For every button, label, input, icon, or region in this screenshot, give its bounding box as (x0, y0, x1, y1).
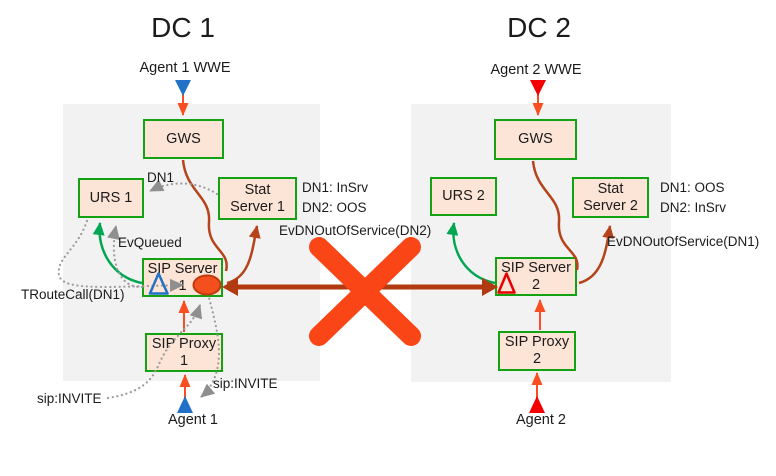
dc1-sip-invite-left-label: sip:INVITE (37, 391, 102, 406)
dc1-sip-proxy-box: SIP Proxy 1 (145, 333, 223, 372)
dc1-evqueued-label: EvQueued (118, 235, 182, 250)
dc1-sip-server-label-line1: SIP Server (147, 260, 218, 277)
agent2-triangle-icon (529, 396, 545, 413)
dc1-dn-status-line2: DN2: OOS (302, 200, 367, 215)
dc2-sip-server-box: SIP Server 2 (495, 257, 577, 296)
dc2-stat-server-label-line1: Stat (597, 180, 624, 197)
dc2-title: DC 2 (507, 12, 571, 43)
dc1-urs-box: URS 1 (78, 178, 144, 218)
dc1-urs-label: URS 1 (89, 189, 133, 206)
agent1-wwe-triangle-icon (175, 80, 191, 96)
dc1-stat-server-label-line1: Stat (244, 181, 271, 198)
dc1-stat-server-box: Stat Server 1 (218, 177, 297, 220)
dc2-dn-status-line2: DN2: InSrv (660, 200, 727, 215)
dc2-agent-label: Agent 2 (516, 412, 566, 428)
agent2-wwe-triangle-icon (530, 80, 546, 96)
broken-link-x-icon (309, 237, 421, 346)
agent1-triangle-icon (177, 396, 193, 413)
dc1-sip-proxy-label: SIP Proxy 1 (151, 335, 217, 369)
dc1-sip-invite-right-label: sip:INVITE (213, 376, 278, 391)
dc2-urs-box: URS 2 (430, 177, 497, 216)
dc2-stat-server-box: Stat Server 2 (572, 177, 649, 218)
dc2-sip-server-label-line1: SIP Server (501, 259, 571, 276)
dc2-sip-proxy-box: SIP Proxy 2 (498, 331, 576, 371)
dc1-evdnoutofservice-label: EvDNOutOfService(DN2) (279, 223, 432, 238)
dc1-sip-server-box: SIP Server 1 (142, 258, 223, 297)
dc2-dn-status-line1: DN1: OOS (660, 180, 725, 195)
dc1-dn-status-line1: DN1: InSrv (302, 180, 369, 195)
dc2-stat-server-label-line2: Server 2 (583, 197, 638, 214)
dc1-agent-label: Agent 1 (168, 412, 218, 428)
dc2-sip-server-label-line2: 2 (531, 276, 541, 293)
dc1-agent-wwe-label: Agent 1 WWE (139, 60, 231, 76)
dc1-gws-box: GWS (143, 119, 224, 159)
dc1-troutecall-label: TRouteCall(DN1) (21, 287, 125, 302)
dc2-urs-label: URS 2 (442, 188, 485, 204)
dc2-sip-proxy-label: SIP Proxy 2 (504, 334, 570, 367)
dc1-dn1-label: DN1 (147, 170, 175, 185)
dc1-title: DC 1 (151, 12, 215, 43)
dc1-gws-label: GWS (166, 130, 201, 147)
dc2-gws-label: GWS (518, 131, 553, 147)
dc1-stat-server-label-line2: Server 1 (230, 198, 285, 215)
dc2-agent-wwe-label: Agent 2 WWE (490, 62, 582, 78)
dc2-evdnoutofservice-label: EvDNOutOfService(DN1) (607, 234, 760, 249)
dc1-sip-server-label-line2: 1 (178, 277, 187, 294)
dc2-gws-box: GWS (494, 119, 577, 160)
